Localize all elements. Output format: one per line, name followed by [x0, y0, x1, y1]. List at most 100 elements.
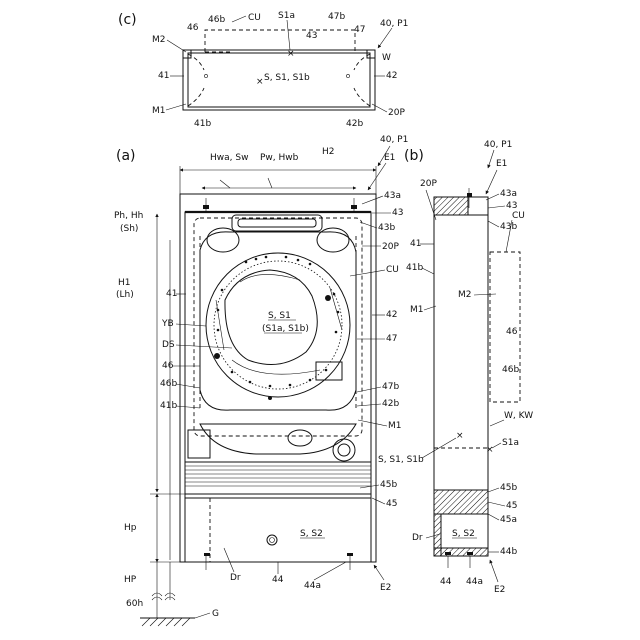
panel-b-leader-45: [488, 502, 505, 506]
panel-c-hole-left: [204, 74, 207, 77]
panel-a-leader-47b: [357, 387, 381, 392]
panel-b-label-46: 46: [506, 327, 518, 337]
panel-b-label-45: 45: [506, 501, 517, 511]
panel-c-label-20p: 20P: [388, 108, 405, 118]
panel-a-label-cu: CU: [386, 265, 399, 275]
panel-c-leader-m2: [167, 40, 186, 52]
panel-a-tray-hole: [288, 430, 312, 446]
panel-b-label-41b: 41b: [406, 263, 423, 273]
panel-b-label-44a: 44a: [466, 577, 483, 587]
panel-a-label-hwa: Hwa, Sw: [210, 153, 248, 163]
panel-b-label-45b: 45b: [500, 483, 517, 493]
panel-c-corner-tr: [367, 50, 375, 58]
panel-b-leader-43: [488, 206, 505, 208]
panel-a-arrow-e2: [374, 565, 384, 580]
panel-a-label-43: 43: [392, 208, 403, 218]
panel-b-arrow-e2: [490, 560, 498, 582]
panel-a-label-45: 45: [386, 499, 397, 509]
panel-b-lower-hatch: [434, 490, 488, 514]
panel-a-label-41b: 41b: [160, 401, 177, 411]
panel-c-curve-br: [354, 88, 370, 106]
panel-a-knob-inner: [338, 444, 350, 456]
panel-a-label-g: G: [212, 609, 219, 619]
panel-b-leader-45a: [488, 514, 499, 520]
panel-a-label-s-s2: S, S2: [300, 529, 323, 539]
panel-a-label-s1a-s1b: (S1a, S1b): [262, 324, 309, 334]
panel-b-label-e1: E1: [496, 159, 507, 169]
panel-b-base-hatch-bottom: [434, 548, 488, 556]
panel-b-label-cu: CU: [512, 211, 525, 221]
panel-a-leader-dr: [224, 548, 234, 572]
panel-a-leader-43a: [362, 196, 383, 204]
panel-a-top-pin-right-cap: [351, 205, 357, 209]
panel-a-label-41: 41: [166, 289, 177, 299]
panel-c-label-cu: CU: [248, 13, 261, 23]
panel-b-top-pin-cap: [467, 193, 472, 197]
panel-a-label-yb: YB: [161, 319, 174, 329]
panel-b-label-43: 43: [506, 201, 517, 211]
panel-a-label-ds: DS: [162, 340, 175, 350]
panel-a-inner-frame: [185, 212, 371, 562]
panel-a-leader-43b: [360, 222, 377, 228]
panel-c-label-46: 46: [187, 23, 199, 33]
panel-b-cross-s: ×: [456, 431, 464, 441]
panel-a-label-40p1: 40, P1: [380, 135, 408, 145]
panel-b-top-hatch: [434, 197, 468, 215]
panel-b-foot-left-cap: [445, 552, 451, 555]
panel-a-foot-left-cap: [204, 553, 210, 556]
panel-a-label-43a: 43a: [384, 191, 401, 201]
panel-a-title: (a): [116, 148, 136, 164]
panel-c-leader-s1a: [287, 20, 290, 50]
panel-b-leader-41b: [422, 268, 434, 274]
panel-b-label-dr: Dr: [412, 533, 423, 543]
panel-a-leader-45: [372, 498, 385, 504]
panel-b-leader-45b: [488, 488, 499, 492]
panel-b-label-41: 41: [410, 239, 421, 249]
panel-c-label-40p1: 40, P1: [380, 19, 408, 29]
panel-b-cross-s1a: ×: [486, 445, 494, 455]
panel-a-label-hp-upper: Hp: [124, 523, 137, 533]
panel-c-label-47: 47: [354, 25, 365, 35]
panel-c-cross-s1a: ×: [287, 49, 295, 59]
panel-a-label-dr: Dr: [230, 573, 241, 583]
panel-a-label-44a: 44a: [304, 581, 321, 591]
panel-c-leader-cu: [232, 16, 246, 22]
panel-a-leader-pw: [268, 178, 272, 188]
panel-c-label-47b: 47b: [328, 12, 345, 22]
panel-a-ground-hatch: [142, 618, 190, 626]
panel-c-hole-right: [346, 74, 349, 77]
panel-a-base-hole-inner: [270, 538, 275, 543]
panel-a-leader-g: [195, 613, 210, 618]
panel-a-label-43b: 43b: [378, 223, 395, 233]
panel-a-label-42b: 42b: [382, 399, 399, 409]
panel-a-label-45b: 45b: [380, 480, 397, 490]
panel-c-label-s1a: S1a: [278, 11, 295, 21]
panel-a-label-e2: E2: [380, 583, 391, 593]
panel-c-title: (c): [118, 12, 137, 28]
panel-a-band: [185, 462, 371, 498]
panel-a-label-m1: M1: [388, 421, 402, 431]
panel-b-label-40p1: 40, P1: [484, 140, 512, 150]
panel-b-leader-wkw: [490, 420, 504, 426]
panel-b-label-46b: 46b: [502, 365, 519, 375]
panel-c-label-46b: 46b: [208, 15, 225, 25]
panel-c-curve-bl: [188, 88, 204, 106]
panel-c-label-s: S, S1, S1b: [264, 73, 310, 83]
panel-b-label-wkw: W, KW: [504, 411, 533, 421]
panel-a-label-ph: Ph, Hh: [114, 211, 143, 221]
panel-b-top-box: [468, 197, 488, 215]
panel-c-curve-tr: [354, 54, 370, 70]
panel-c-label-41b: 41b: [194, 119, 211, 129]
panel-b-label-44: 44: [440, 577, 452, 587]
panel-c-label-w: W: [382, 53, 391, 63]
panel-a-leader-cu: [350, 270, 385, 276]
panel-b-label-43b: 43b: [500, 222, 517, 232]
panel-c-label-m2: M2: [152, 35, 166, 45]
panel-a-label-lh: (Lh): [116, 290, 134, 300]
panel-a-label-46b: 46b: [160, 379, 177, 389]
panel-b-label-45a: 45a: [500, 515, 517, 525]
panel-c-cross-s: ×: [256, 77, 264, 87]
panel-c: (c) × × CU S1a 46b 47b 46 47 43 40, P1 M…: [118, 11, 408, 129]
panel-a-label-h1: H1: [118, 278, 131, 288]
